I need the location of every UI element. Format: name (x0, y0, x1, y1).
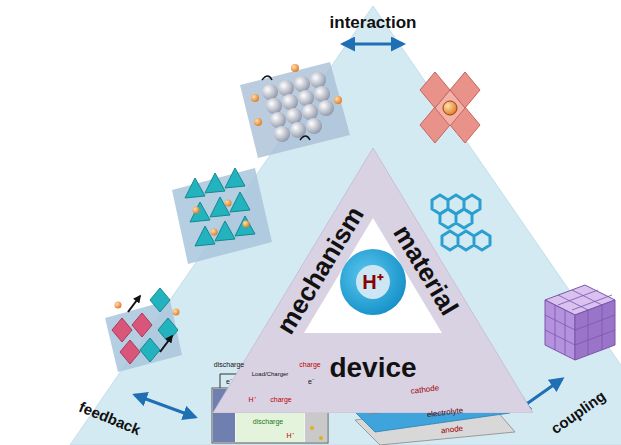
battery-text: discharge (253, 418, 283, 425)
battery-text: e⁻ (308, 378, 314, 385)
circle-node: H⁺ (339, 248, 407, 316)
battery-text: charge (270, 396, 291, 403)
battery-text: discharge (214, 361, 244, 368)
device-label: device (329, 354, 416, 382)
battery-text: H⁺ (248, 396, 255, 403)
battery-text: H⁺ (286, 432, 293, 439)
battery-text: Load/Charger (252, 371, 289, 377)
interaction-label: interaction (330, 14, 417, 31)
battery-text: charge (299, 361, 320, 368)
battery-text: e⁻ (226, 378, 232, 385)
proton-label: H⁺ (362, 272, 383, 292)
